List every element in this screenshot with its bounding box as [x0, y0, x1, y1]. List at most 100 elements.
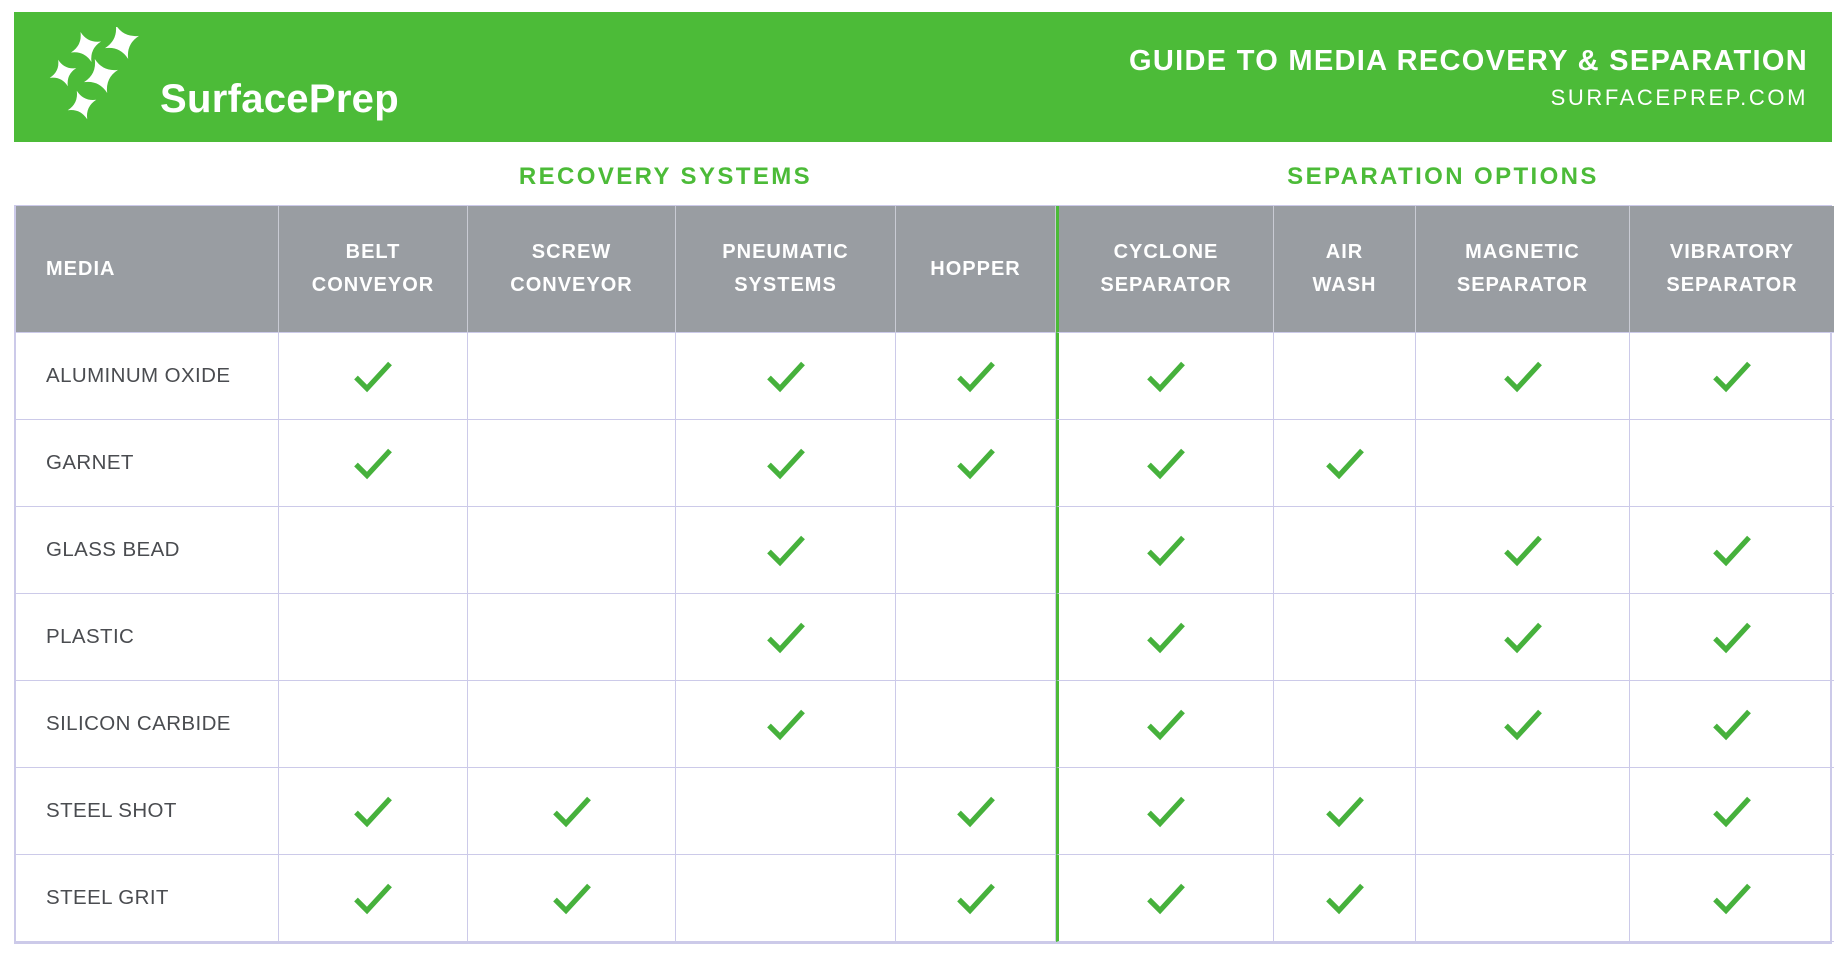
check-icon — [766, 535, 805, 566]
check-cell — [1630, 594, 1834, 681]
check-icon — [1147, 622, 1185, 653]
check-icon — [1713, 361, 1751, 392]
check-icon — [1713, 796, 1751, 827]
empty-cell — [279, 507, 468, 594]
empty-cell — [468, 333, 676, 420]
surfaceprep-logo: SurfacePrep — [48, 27, 399, 127]
empty-cell — [279, 681, 468, 768]
check-icon — [354, 883, 392, 914]
check-cell — [1630, 507, 1834, 594]
media-label: ALUMINUM OXIDE — [16, 333, 279, 420]
empty-cell — [1416, 420, 1630, 507]
page-title: GUIDE TO MEDIA RECOVERY & SEPARATION — [1129, 44, 1808, 77]
check-cell — [896, 768, 1056, 855]
media-label: SILICON CARBIDE — [16, 681, 279, 768]
check-icon — [354, 448, 392, 479]
group-title-separation-options: SEPARATION OPTIONS — [1287, 162, 1599, 190]
banner-titles: GUIDE TO MEDIA RECOVERY & SEPARATION SUR… — [1129, 43, 1808, 111]
check-cell — [279, 855, 468, 942]
check-cell — [676, 507, 896, 594]
check-icon — [1147, 361, 1185, 392]
empty-cell — [279, 594, 468, 681]
column-header: VIBRATORY SEPARATOR — [1630, 206, 1834, 333]
check-icon — [1147, 796, 1185, 827]
check-icon — [1713, 535, 1751, 566]
check-cell — [1056, 333, 1274, 420]
check-cell — [896, 855, 1056, 942]
empty-cell — [1274, 594, 1416, 681]
check-icon — [1713, 622, 1751, 653]
check-cell — [1274, 855, 1416, 942]
check-icon — [1147, 535, 1185, 566]
column-header: SCREW CONVEYOR — [468, 206, 676, 333]
check-icon — [1503, 361, 1542, 392]
check-icon — [766, 448, 805, 479]
check-cell — [1056, 768, 1274, 855]
check-cell — [1056, 507, 1274, 594]
media-recovery-guide-page: SurfacePrep GUIDE TO MEDIA RECOVERY & SE… — [14, 12, 1834, 944]
column-header: HOPPER — [896, 206, 1056, 333]
column-header: CYCLONE SEPARATOR — [1056, 206, 1274, 333]
check-icon — [766, 709, 805, 740]
check-cell — [1056, 420, 1274, 507]
check-icon — [956, 361, 995, 392]
column-group-titles: RECOVERY SYSTEMS SEPARATION OPTIONS — [14, 142, 1832, 205]
column-header: PNEUMATIC SYSTEMS — [676, 206, 896, 333]
column-header-media: MEDIA — [16, 206, 279, 333]
check-cell — [1056, 855, 1274, 942]
check-icon — [1147, 448, 1185, 479]
check-icon — [1713, 709, 1751, 740]
empty-cell — [676, 768, 896, 855]
group-title-recovery-systems: RECOVERY SYSTEMS — [518, 162, 813, 190]
check-icon — [552, 796, 591, 827]
check-cell — [468, 768, 676, 855]
check-cell — [279, 420, 468, 507]
empty-cell — [1416, 855, 1630, 942]
check-icon — [1325, 796, 1364, 827]
empty-cell — [1274, 507, 1416, 594]
empty-cell — [468, 594, 676, 681]
column-header: MAGNETIC SEPARATOR — [1416, 206, 1630, 333]
check-icon — [956, 448, 995, 479]
check-cell — [1056, 681, 1274, 768]
empty-cell — [896, 681, 1056, 768]
sparkle-cluster-icon — [48, 27, 146, 125]
check-icon — [766, 622, 805, 653]
empty-cell — [896, 594, 1056, 681]
media-label: GLASS BEAD — [16, 507, 279, 594]
check-icon — [354, 361, 392, 392]
check-cell — [676, 420, 896, 507]
check-cell — [279, 333, 468, 420]
check-cell — [279, 768, 468, 855]
empty-cell — [468, 420, 676, 507]
empty-cell — [1274, 333, 1416, 420]
column-header: AIR WASH — [1274, 206, 1416, 333]
check-cell — [896, 333, 1056, 420]
check-icon — [1147, 709, 1185, 740]
check-cell — [676, 594, 896, 681]
check-cell — [676, 333, 896, 420]
check-icon — [766, 361, 805, 392]
check-cell — [1630, 768, 1834, 855]
check-cell — [1630, 333, 1834, 420]
empty-cell — [1416, 768, 1630, 855]
empty-cell — [468, 507, 676, 594]
check-icon — [956, 883, 995, 914]
empty-cell — [1274, 681, 1416, 768]
column-header: BELT CONVEYOR — [279, 206, 468, 333]
logo-text: SurfacePrep — [160, 77, 399, 121]
empty-cell — [468, 681, 676, 768]
check-icon — [354, 796, 392, 827]
check-icon — [1325, 448, 1364, 479]
empty-cell — [896, 507, 1056, 594]
media-label: GARNET — [16, 420, 279, 507]
check-cell — [468, 855, 676, 942]
check-icon — [552, 883, 591, 914]
media-label: PLASTIC — [16, 594, 279, 681]
check-cell — [1416, 681, 1630, 768]
website-url: SURFACEPREP.COM — [1550, 85, 1808, 111]
check-icon — [1503, 709, 1542, 740]
empty-cell — [1630, 420, 1834, 507]
check-cell — [896, 420, 1056, 507]
